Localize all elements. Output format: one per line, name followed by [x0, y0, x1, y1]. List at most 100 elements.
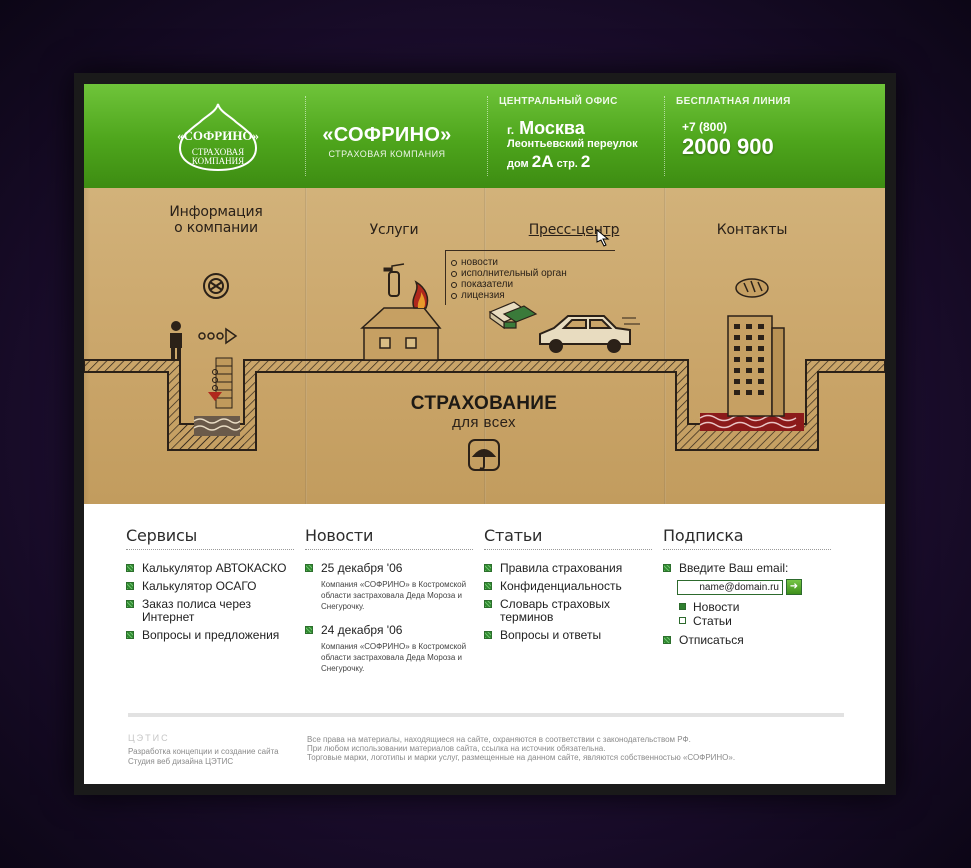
checkbox-icon[interactable]	[679, 617, 686, 624]
burning-house-icon	[360, 280, 442, 361]
umbrella-icon	[468, 439, 500, 471]
news-item[interactable]: 25 декабря '06 Компания «СОФРИНО» в Кост…	[305, 562, 473, 612]
bullet-icon	[126, 582, 134, 590]
studio-logo[interactable]: ЦЭТИС	[128, 733, 170, 743]
bullet-icon	[305, 564, 313, 572]
bullet-icon	[305, 626, 313, 634]
down-arrow-icon	[208, 369, 222, 401]
articles-title: Статьи	[484, 526, 652, 550]
dots-arrow-icon	[198, 327, 238, 345]
email-row: ➜	[677, 579, 831, 600]
brick-wall-icon	[215, 357, 233, 409]
articles-column: Статьи Правила страхования Конфиденциаль…	[484, 526, 652, 647]
bullet-icon	[663, 564, 671, 572]
studio-credit: Разработка концепции и создание сайта Ст…	[128, 747, 279, 766]
unsubscribe-link[interactable]: Отписаться	[663, 634, 831, 647]
submit-arrow-button[interactable]: ➜	[786, 579, 802, 595]
subscribe-option-news[interactable]: Новости	[677, 600, 831, 614]
services-title: Сервисы	[126, 526, 294, 550]
money-stack-icon	[488, 301, 538, 330]
article-link[interactable]: Вопросы и ответы	[484, 629, 652, 642]
hotline-label: БЕСПЛАТНАЯ ЛИНИЯ	[676, 96, 791, 107]
header-divider	[664, 96, 665, 176]
brand-subtitle: СТРАХОВАЯ КОМПАНИЯ	[328, 149, 446, 159]
services-column: Сервисы Калькулятор АВТОКАСКО Калькулято…	[126, 526, 294, 647]
submenu-item-news[interactable]: новости	[449, 257, 567, 268]
cardboard-fold	[305, 188, 307, 504]
office-building: дом 2А стр. 2	[507, 152, 591, 171]
service-link[interactable]: Калькулятор ОСАГО	[126, 580, 294, 593]
article-link[interactable]: Словарь страховых терминов	[484, 598, 652, 624]
content-columns: Сервисы Калькулятор АВТОКАСКО Калькулято…	[126, 504, 846, 694]
header-divider	[305, 96, 306, 176]
nav-contacts[interactable]: Контакты	[716, 222, 788, 238]
illustration-scene: Информация о компании Услуги Пресс-центр…	[84, 188, 885, 504]
building-icon	[727, 315, 785, 417]
manhole-icon	[203, 273, 229, 299]
building-windows	[734, 324, 764, 395]
bread-icon	[735, 278, 769, 298]
submenu-item-license[interactable]: лицензия	[449, 290, 567, 301]
press-submenu: новости исполнительный орган показатели …	[449, 257, 567, 301]
cardboard-fold	[664, 188, 666, 504]
scene-drawing	[84, 228, 885, 471]
office-city: г. Москва	[507, 118, 585, 138]
header-divider	[487, 96, 488, 176]
bullet-icon	[484, 600, 492, 608]
news-date[interactable]: 24 декабря '06	[321, 623, 403, 637]
phone-code: +7 (800)	[682, 120, 728, 134]
bullet-icon	[663, 636, 671, 644]
subscribe-option-articles[interactable]: Статьи	[677, 614, 831, 628]
submenu-line	[445, 250, 446, 305]
brand-name: «СОФРИНО»	[322, 124, 452, 146]
bullet-icon	[484, 631, 492, 639]
person-icon	[170, 321, 182, 360]
dome-logo-icon	[178, 103, 258, 172]
subscribe-title: Подписка	[663, 526, 831, 550]
article-link[interactable]: Конфиденциальность	[484, 580, 652, 593]
bullet-icon	[484, 564, 492, 572]
bullet-icon	[126, 600, 134, 608]
checkbox-icon[interactable]	[679, 603, 686, 610]
article-link[interactable]: Правила страхования	[484, 562, 652, 575]
water-right-icon	[699, 413, 804, 431]
service-link[interactable]: Вопросы и предложения	[126, 629, 294, 642]
bullet-icon	[126, 631, 134, 639]
legal-notice: Все права на материалы, находящиеся на с…	[307, 735, 736, 762]
email-prompt: Введите Ваш email:	[663, 562, 831, 575]
office-street: Леонтьевский переулок	[507, 138, 638, 150]
fire-extinguisher-icon	[383, 263, 405, 297]
news-date[interactable]: 25 декабря '06	[321, 561, 403, 575]
office-label: ЦЕНТРАЛЬНЫЙ ОФИС	[499, 96, 618, 107]
header: «СОФРИНО» СТРАХОВАЯ КОМПАНИЯ «СОФРИНО» С…	[84, 84, 885, 188]
news-item[interactable]: 24 декабря '06 Компания «СОФРИНО» в Кост…	[305, 624, 473, 674]
submenu-item-executive[interactable]: исполнительный орган	[449, 268, 567, 279]
logo[interactable]: «СОФРИНО» СТРАХОВАЯ КОМПАНИЯ	[174, 102, 262, 174]
brand: «СОФРИНО» СТРАХОВАЯ КОМПАНИЯ	[312, 124, 462, 159]
cardboard-fold	[484, 188, 486, 504]
water-left-icon	[193, 416, 241, 436]
hero-subtitle: для всех	[452, 414, 516, 431]
phone-number: 2000 900	[682, 134, 774, 159]
logo-name: «СОФРИНО»	[176, 128, 260, 143]
bullet-icon	[484, 582, 492, 590]
service-link[interactable]: Заказ полиса через Интернет	[126, 598, 294, 624]
page: «СОФРИНО» СТРАХОВАЯ КОМПАНИЯ «СОФРИНО» С…	[84, 84, 885, 784]
news-text: Компания «СОФРИНО» в Костромской области…	[321, 580, 467, 611]
email-field[interactable]	[677, 580, 783, 595]
bullet-icon	[126, 564, 134, 572]
hero-title: СТРАХОВАНИЕ	[410, 393, 558, 414]
hand-cursor-icon	[596, 228, 610, 247]
submenu-line	[445, 250, 615, 251]
news-column: Новости 25 декабря '06 Компания «СОФРИНО…	[305, 526, 473, 686]
car-icon	[539, 315, 640, 353]
nav-about[interactable]: Информация о компании	[169, 204, 263, 236]
hotline: БЕСПЛАТНАЯ ЛИНИЯ +7 (800) 2000 900	[676, 96, 856, 159]
news-text: Компания «СОФРИНО» в Костромской области…	[321, 642, 467, 673]
service-link[interactable]: Калькулятор АВТОКАСКО	[126, 562, 294, 575]
footer-divider	[128, 713, 844, 717]
logo-subtitle: СТРАХОВАЯ КОМПАНИЯ	[191, 147, 245, 166]
submenu-item-indicators[interactable]: показатели	[449, 279, 567, 290]
nav-services[interactable]: Услуги	[369, 222, 419, 238]
central-office: ЦЕНТРАЛЬНЫЙ ОФИС г. Москва Леонтьевский …	[499, 96, 659, 171]
